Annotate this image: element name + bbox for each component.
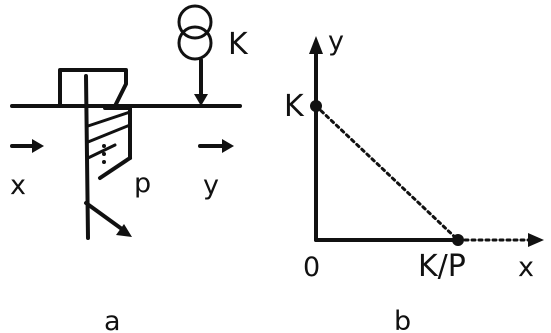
rod-arrowhead	[116, 224, 132, 237]
upper-block	[58, 68, 128, 108]
input-arrow	[10, 139, 44, 153]
y-axis-arrowhead	[309, 36, 323, 54]
panel-b: y x K 0 K/P b	[284, 26, 544, 333]
x-axis-label: x	[518, 252, 534, 283]
source-label: K	[228, 27, 249, 62]
input-label: x	[10, 170, 26, 201]
y-intercept-point	[310, 100, 322, 112]
y-axis-label: y	[328, 26, 344, 57]
element-p	[86, 106, 132, 180]
y-intercept-label: K	[284, 89, 305, 124]
element-label: p	[134, 168, 151, 199]
panel-b-caption: b	[394, 306, 411, 333]
x-intercept-point	[452, 234, 464, 246]
origin-label: 0	[303, 252, 320, 283]
panel-a-caption: a	[104, 306, 121, 333]
response-line	[314, 104, 460, 242]
rod-arrow-shaft	[84, 201, 128, 234]
x-axis-arrowhead	[528, 233, 544, 247]
x-intercept-label: K/P	[418, 249, 466, 284]
output-label: y	[203, 170, 219, 201]
panel-a: K p x	[10, 4, 249, 333]
output-arrow	[198, 139, 234, 153]
source-symbol	[177, 4, 213, 106]
